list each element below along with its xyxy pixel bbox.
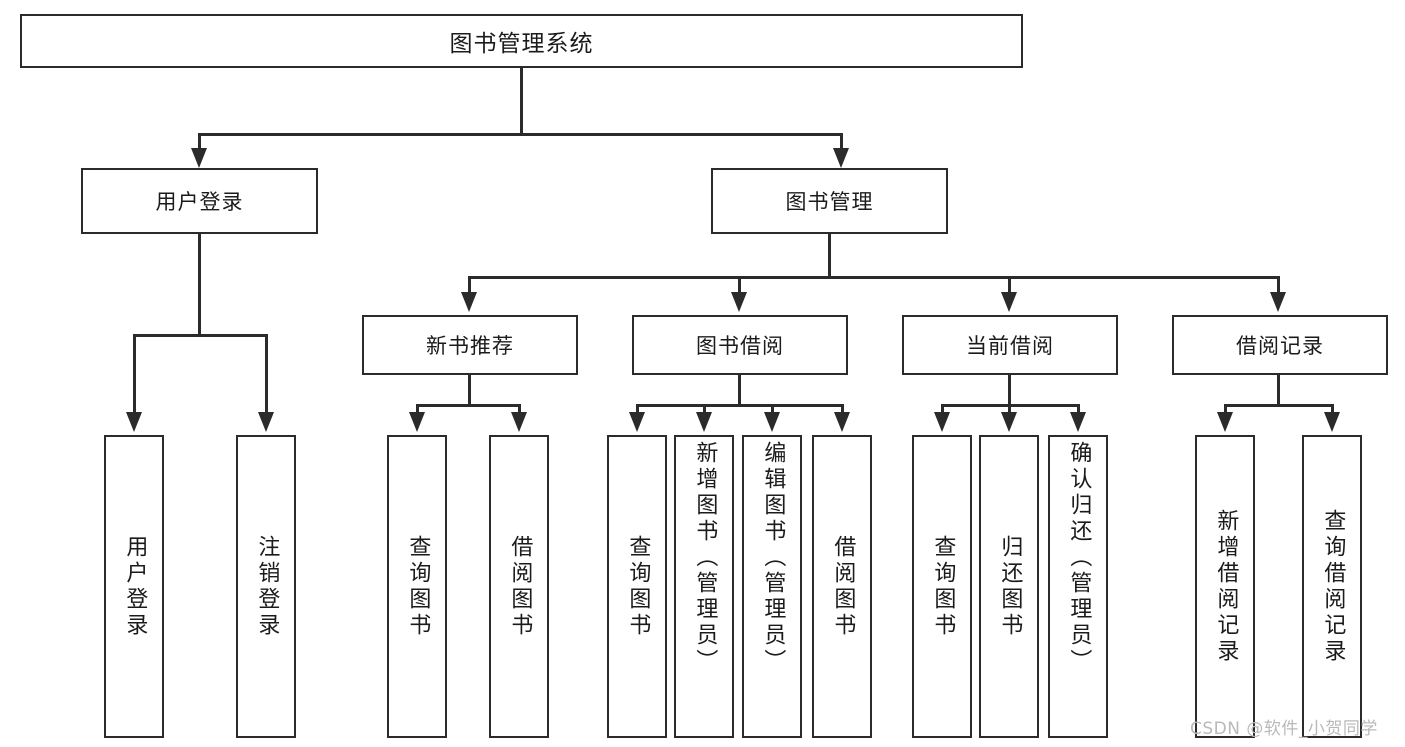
leaf-user-login-logout[interactable]: 注销登录: [236, 435, 296, 738]
node-label: 注销登录: [254, 534, 280, 639]
connector-root-bar: [198, 133, 843, 136]
watermark-text: CSDN @软件_小贺同学: [1190, 719, 1378, 739]
node-label: 借阅图书: [830, 534, 856, 639]
connector-borrow-record-stem: [1277, 375, 1280, 407]
leaf-user-login-login[interactable]: 用户登录: [104, 435, 164, 738]
node-label: 新增借阅记录: [1213, 508, 1239, 665]
arrowhead-book-borrow-leaf-4: [834, 412, 850, 432]
arrowhead-user-login-leaf-1: [126, 412, 142, 432]
connector-current-borrow-branch-1: [941, 404, 944, 418]
connector-book-borrow-branch-2: [703, 404, 706, 418]
arrowhead-borrow-record-leaf-1: [1217, 412, 1233, 432]
leaf-book-borrow-add-admin[interactable]: 新增图书（管理员）: [674, 435, 734, 738]
node-label: 查询图书: [930, 534, 956, 639]
leaf-book-borrow-query[interactable]: 查询图书: [607, 435, 667, 738]
arrowhead-new-book: [461, 292, 477, 312]
connector-user-login-stem: [198, 234, 201, 337]
arrowhead-to-user-login: [191, 148, 207, 168]
arrowhead-current-borrow-leaf-3: [1070, 412, 1086, 432]
node-label: 图书管理系统: [449, 31, 594, 57]
connector-new-book-branch-2: [518, 404, 521, 418]
node-label: 用户登录: [122, 534, 148, 639]
connector-user-login-branch-left: [133, 334, 136, 418]
connector-to-current-borrow: [1008, 276, 1011, 296]
node-label: 新增图书（管理员）: [692, 441, 718, 675]
node-label: 查询借阅记录: [1320, 508, 1346, 665]
leaf-current-borrow-query[interactable]: 查询图书: [912, 435, 972, 738]
node-book-borrow[interactable]: 图书借阅: [632, 315, 848, 375]
node-label: 查询图书: [405, 534, 431, 639]
connector-user-login-bar: [133, 334, 268, 337]
node-label: 图书借阅: [696, 334, 784, 358]
connector-book-borrow-branch-3: [771, 404, 774, 418]
node-root-library-management-system[interactable]: 图书管理系统: [20, 14, 1023, 68]
arrowhead-current-borrow-leaf-1: [934, 412, 950, 432]
arrowhead-new-book-leaf-1: [409, 412, 425, 432]
connector-borrow-record-branch-2: [1331, 404, 1334, 418]
node-label: 归还图书: [997, 534, 1023, 639]
node-label: 借阅图书: [507, 534, 533, 639]
connector-to-new-book: [468, 276, 471, 296]
node-user-login[interactable]: 用户登录: [81, 168, 318, 234]
node-book-management[interactable]: 图书管理: [711, 168, 948, 234]
arrowhead-current-borrow-leaf-2: [1001, 412, 1017, 432]
connector-current-borrow-stem: [1008, 375, 1011, 407]
leaf-current-borrow-return[interactable]: 归还图书: [979, 435, 1039, 738]
connector-to-book-borrow: [738, 276, 741, 296]
connector-current-borrow-branch-3: [1077, 404, 1080, 418]
connector-to-borrow-record: [1277, 276, 1280, 296]
arrowhead-borrow-record-leaf-2: [1324, 412, 1340, 432]
connector-user-login-branch-right: [265, 334, 268, 418]
connector-book-borrow-bar: [636, 404, 844, 407]
arrowhead-user-login-leaf-2: [258, 412, 274, 432]
connector-book-borrow-branch-4: [841, 404, 844, 418]
connector-book-mgmt-bar: [468, 276, 1280, 279]
node-label: 图书管理: [785, 190, 874, 214]
connector-borrow-record-branch-1: [1224, 404, 1227, 418]
connector-book-borrow-branch-1: [636, 404, 639, 418]
node-label: 当前借阅: [966, 334, 1054, 358]
leaf-book-borrow-edit-admin[interactable]: 编辑图书（管理员）: [742, 435, 802, 738]
node-borrow-record[interactable]: 借阅记录: [1172, 315, 1388, 375]
connector-root-to-user-login: [198, 133, 201, 153]
leaf-book-borrow-borrow[interactable]: 借阅图书: [812, 435, 872, 738]
arrowhead-book-borrow-leaf-1: [629, 412, 645, 432]
node-label: 新书推荐: [426, 334, 514, 358]
arrowhead-book-borrow-leaf-2: [696, 412, 712, 432]
node-current-borrow[interactable]: 当前借阅: [902, 315, 1118, 375]
connector-book-mgmt-stem: [828, 234, 831, 279]
leaf-new-book-query[interactable]: 查询图书: [387, 435, 447, 738]
connector-new-book-bar: [416, 404, 521, 407]
arrowhead-new-book-leaf-2: [511, 412, 527, 432]
connector-current-borrow-branch-2: [1008, 404, 1011, 418]
leaf-current-borrow-confirm-admin[interactable]: 确认归还（管理员）: [1048, 435, 1108, 738]
arrowhead-book-borrow: [731, 292, 747, 312]
connector-root-to-book-mgmt: [840, 133, 843, 153]
node-label: 查询图书: [625, 534, 651, 639]
node-new-book-recommend[interactable]: 新书推荐: [362, 315, 578, 375]
connector-new-book-stem: [468, 375, 471, 407]
connector-borrow-record-bar: [1224, 404, 1334, 407]
node-label: 用户登录: [155, 190, 244, 214]
connector-root-stem: [520, 68, 523, 135]
arrowhead-book-borrow-leaf-3: [764, 412, 780, 432]
arrowhead-borrow-record: [1270, 292, 1286, 312]
leaf-new-book-borrow[interactable]: 借阅图书: [489, 435, 549, 738]
connector-book-borrow-stem: [738, 375, 741, 407]
leaf-borrow-record-query[interactable]: 查询借阅记录: [1302, 435, 1362, 738]
connector-new-book-branch-1: [416, 404, 419, 418]
arrowhead-to-book-mgmt: [833, 148, 849, 168]
node-label: 编辑图书（管理员）: [760, 441, 786, 675]
leaf-borrow-record-add[interactable]: 新增借阅记录: [1195, 435, 1255, 738]
arrowhead-current-borrow: [1001, 292, 1017, 312]
node-label: 借阅记录: [1236, 334, 1324, 358]
node-label: 确认归还（管理员）: [1066, 441, 1092, 675]
